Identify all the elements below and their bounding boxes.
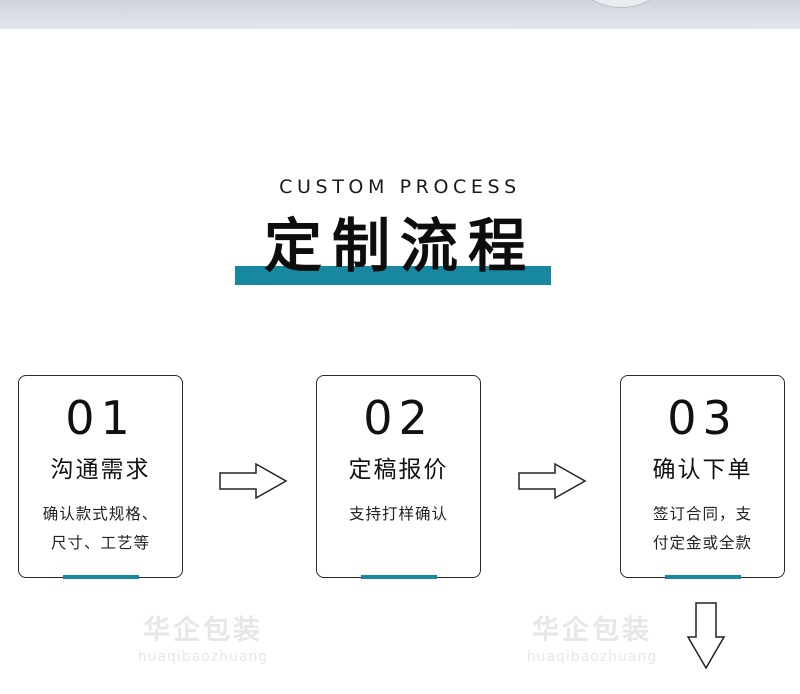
arrow-right-icon: [518, 462, 587, 500]
card-accent-bar: [664, 575, 741, 579]
step-heading: 沟通需求: [50, 457, 151, 483]
watermark-text: 华企包装: [532, 615, 652, 646]
watermark-text: 华企包装: [143, 615, 263, 646]
arrow-right-icon: [219, 462, 288, 500]
watermark: 华企包装 huaqibaozhuang: [118, 608, 288, 665]
top-banner-strip: [0, 0, 800, 29]
decorative-arc: [582, 0, 660, 8]
step-description: 签订合同，支 付定金或全款: [633, 500, 772, 558]
step-description-line: 付定金或全款: [652, 534, 752, 552]
step-heading: 定稿报价: [348, 457, 449, 483]
title-underline-bar: [235, 266, 551, 285]
watermark-subtext: huaqibaozhuang: [137, 649, 269, 665]
card-accent-bar: [360, 575, 437, 579]
step-description-line: 支持打样确认: [348, 505, 448, 523]
step-heading: 确认下单: [652, 457, 753, 483]
section-subtitle: CUSTOM PROCESS: [279, 176, 521, 198]
step-description: 支持打样确认: [329, 500, 468, 529]
step-number: 02: [363, 391, 434, 445]
process-step-card: 01 沟通需求 确认款式规格、 尺寸、工艺等: [18, 375, 183, 579]
step-description: 确认款式规格、 尺寸、工艺等: [31, 500, 170, 558]
watermark: 华企包装 huaqibaozhuang: [507, 608, 677, 665]
watermark-subtext: huaqibaozhuang: [526, 649, 658, 665]
arrow-down-icon: [686, 602, 726, 670]
step-number: 01: [65, 391, 136, 445]
step-number: 03: [667, 391, 738, 445]
step-description-line: 确认款式规格、: [42, 505, 159, 523]
card-accent-bar: [62, 575, 139, 579]
process-step-card: 02 定稿报价 支持打样确认: [316, 375, 481, 579]
section-title: 定制流程: [263, 212, 536, 280]
step-description-line: 尺寸、工艺等: [50, 534, 150, 552]
process-step-card: 03 确认下单 签订合同，支 付定金或全款: [620, 375, 785, 579]
step-description-line: 签订合同，支: [652, 505, 752, 523]
